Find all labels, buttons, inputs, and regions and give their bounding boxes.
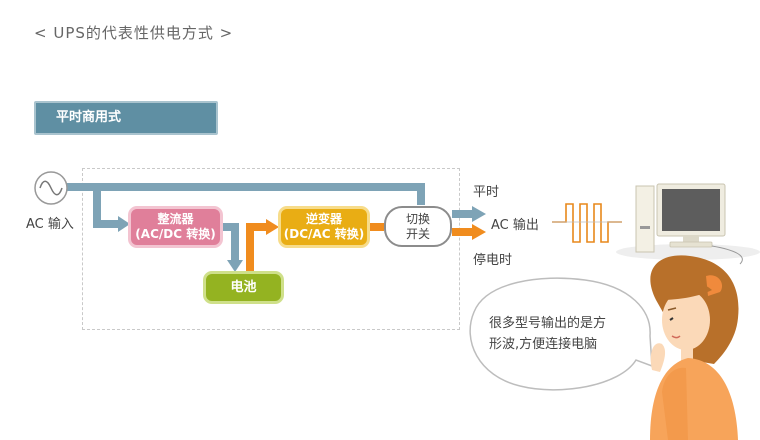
ups-enclosure [82,168,460,330]
computer-icon [616,183,760,265]
backup-power-path [246,223,475,271]
rectifier-block: 整流器 (AC/DC 转换) [128,206,223,248]
mode-badge: 平时商用式 [34,101,218,135]
rectifier-name: 整流器 [157,212,194,226]
woman-illustration [650,255,739,440]
normal-label: 平时 [473,185,500,200]
outage-label: 停电时 [473,253,513,268]
square-wave-icon [552,203,622,243]
inverter-detail: (DC/AC 转换) [283,227,365,241]
inverter-block: 逆变器 (DC/AC 转换) [278,206,370,248]
inverter-name: 逆变器 [305,212,342,226]
speech-bubble-line2: 形波,方便连接电脑 [489,337,598,352]
backup-arrowheads [266,219,486,240]
normal-power-path [66,183,475,262]
rectifier-detail: (AC/DC 转换) [135,227,216,241]
ac-output-label: AC 输出 [491,218,539,233]
transfer-switch: 切换 开关 [384,206,452,247]
page-title: < UPS的代表性供电方式 > [34,24,234,42]
battery-block: 电池 [203,271,284,304]
ac-source-icon [34,171,68,205]
ac-input-label: AC 输入 [26,217,74,232]
switch-line1: 切换 [405,211,430,226]
switch-line2: 开关 [405,226,430,241]
speech-bubble-text: 很多型号输出的是方 形波,方便连接电脑 [489,313,629,355]
normal-arrowheads [118,206,486,272]
speech-bubble-line1: 很多型号输出的是方 [489,316,607,331]
